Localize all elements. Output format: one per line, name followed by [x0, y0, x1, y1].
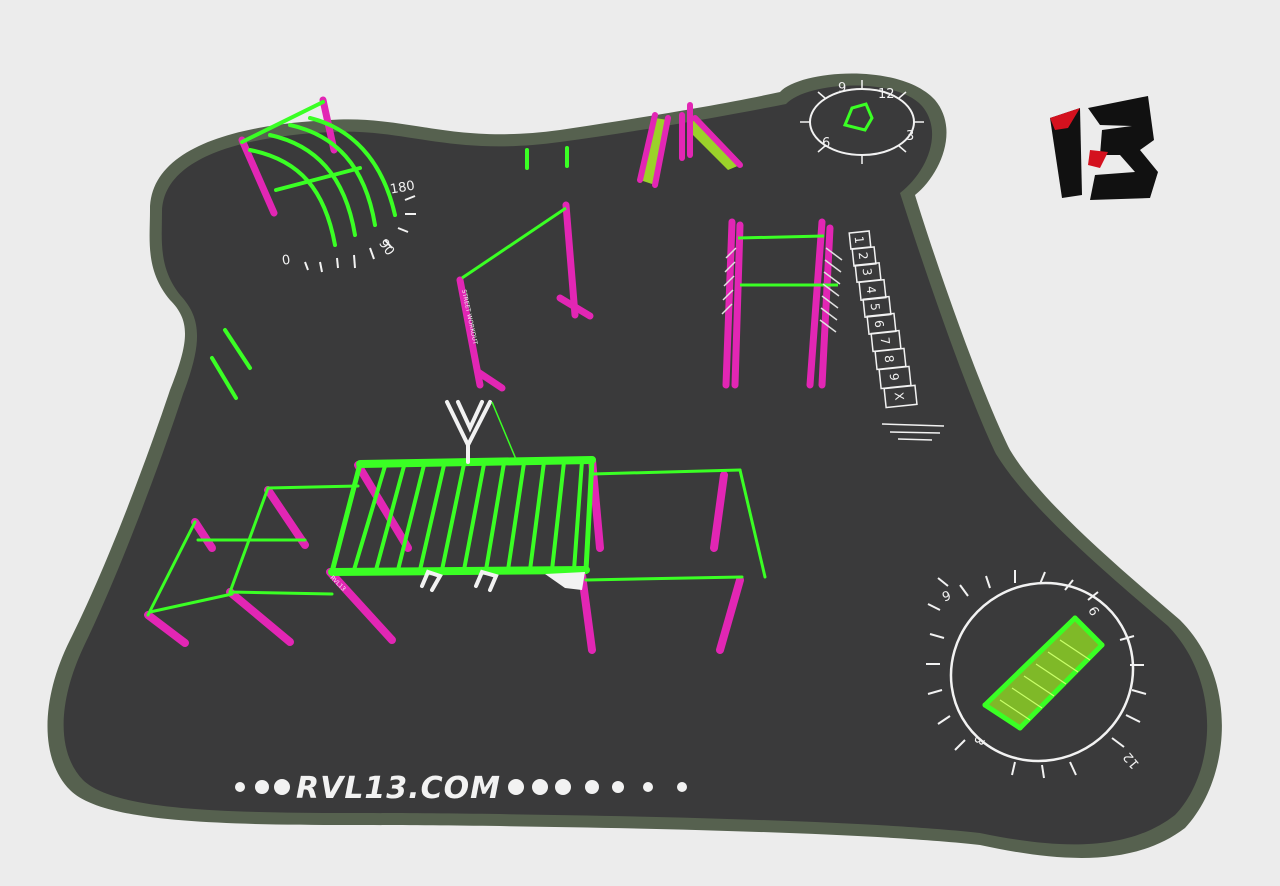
dial-label-180: 180 [389, 179, 416, 198]
small-clock-station [842, 102, 874, 132]
small-clock-6: 6 [822, 136, 830, 151]
curved-bar-station [238, 96, 397, 247]
small-post-pair [525, 146, 569, 170]
website-text: RVL13.COM [296, 771, 501, 806]
small-clock-12: 12 [878, 87, 895, 102]
small-clock-3: 3 [906, 129, 914, 144]
hop-1: 1 [852, 235, 867, 244]
hop-3: 3 [860, 267, 875, 276]
hop-9: 9 [887, 372, 902, 381]
hop-5: 5 [868, 302, 883, 311]
hop-6: 6 [872, 319, 887, 328]
hop-7: 7 [878, 336, 893, 345]
small-clock-9: 9 [838, 81, 846, 96]
hopscotch-numbers: 1 2 3 4 5 6 7 8 9 X [852, 235, 907, 401]
dial-label-0: 0 [281, 253, 291, 269]
brand-logo: 13 [1050, 96, 1158, 200]
hop-x: X [892, 391, 907, 401]
floor-surface [63, 85, 1208, 845]
hop-2: 2 [856, 251, 871, 260]
dip-post [210, 328, 252, 400]
rubber-floor [47, 73, 1222, 858]
hop-4: 4 [864, 285, 879, 294]
wall-bars [721, 218, 843, 389]
slide-ladder [637, 102, 743, 188]
website-marking: RVL13.COM [235, 771, 687, 806]
balance-tunnel [982, 615, 1105, 731]
hopscotch-marking [848, 230, 945, 441]
angle-dial-marking: 0 90 180 [281, 179, 416, 273]
hop-8: 8 [882, 354, 897, 363]
small-clock-pad: 12 3 6 9 [800, 80, 924, 164]
